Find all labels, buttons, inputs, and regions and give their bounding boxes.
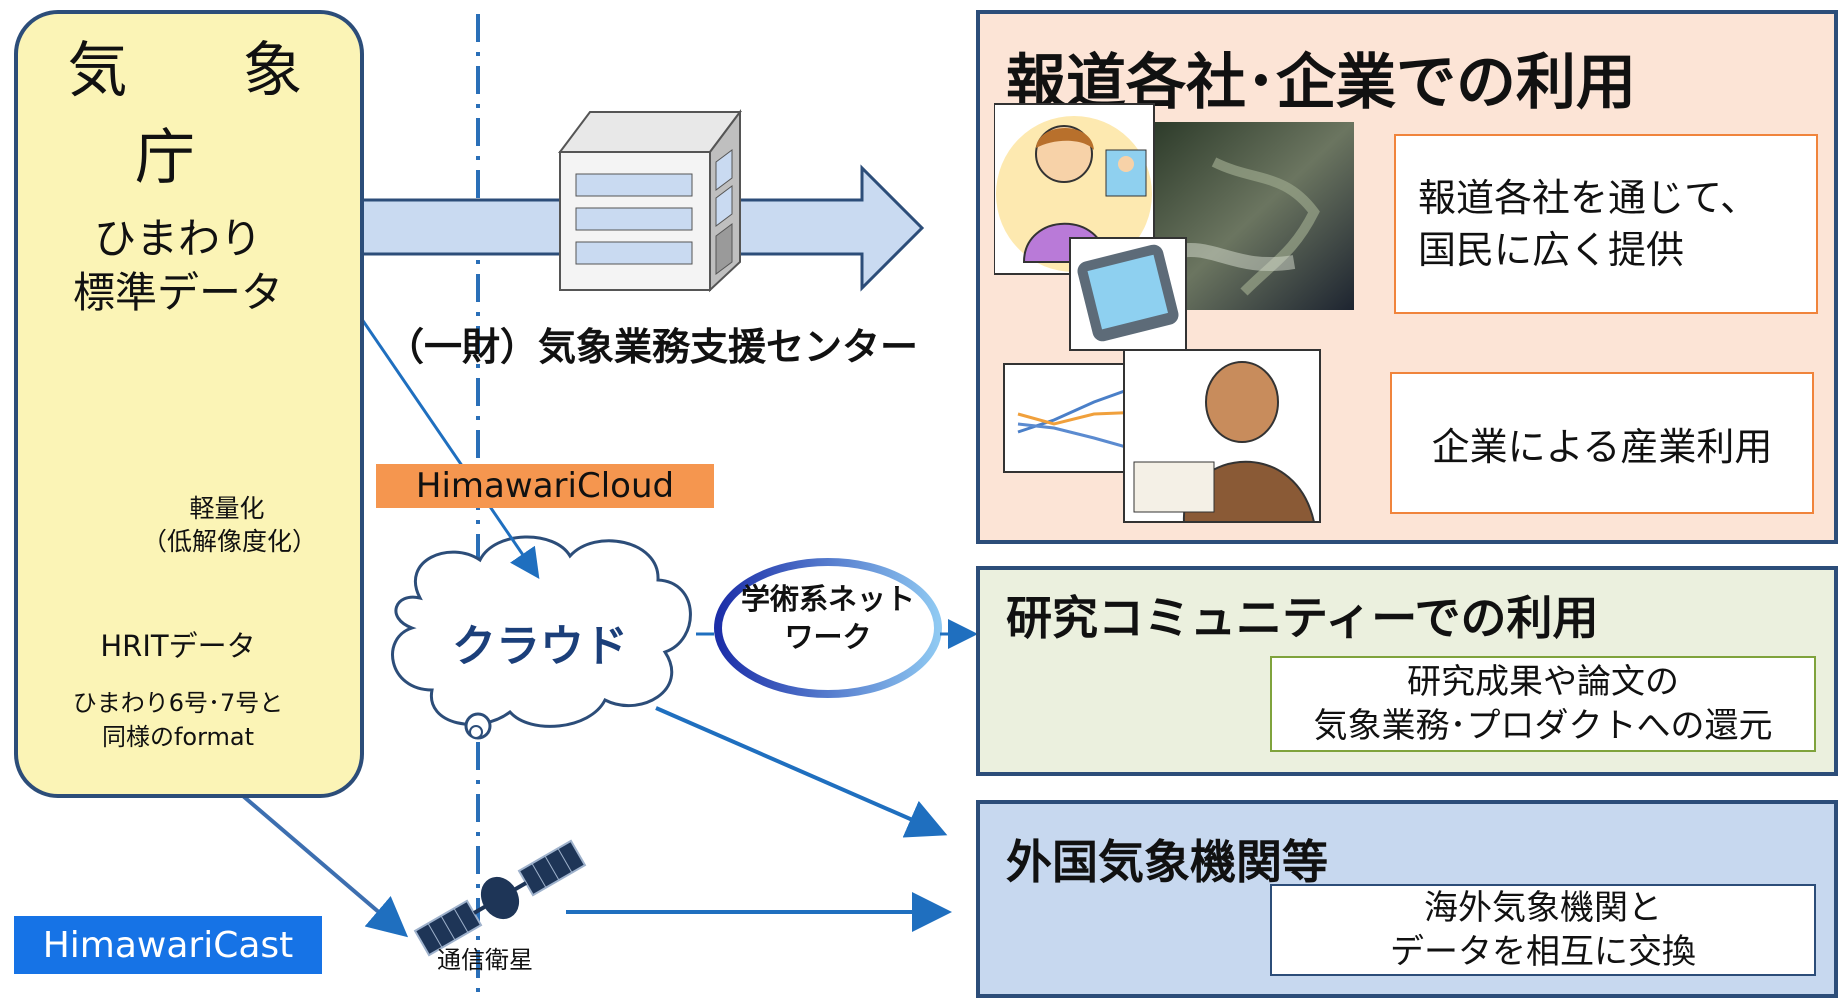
building-icon (558, 109, 742, 293)
reduce-line1: 軽量化 (189, 494, 265, 523)
hrit-line1: ひまわり6号･7号と (72, 689, 284, 717)
media-box2-text: 企業による産業利用 (1431, 424, 1773, 469)
satellite-icon (413, 839, 587, 957)
media-illustrations (994, 103, 1354, 523)
hrit-line2: 同様のformat (101, 723, 255, 751)
cloud-shape (391, 535, 692, 740)
cloud-label: クラウド (452, 621, 628, 672)
network-ring (714, 558, 942, 698)
foreign-box-line2: データを相互に交換 (1390, 932, 1696, 972)
hrit-title: HRITデータ (100, 629, 256, 663)
jma-title: 気 象 庁 (67, 36, 351, 193)
research-title: 研究コミュニティーでの利用 (1006, 591, 1599, 645)
himawari-cloud-tag: HimawariCloud (376, 464, 714, 508)
research-box-line1: 研究成果や論文の (1407, 662, 1679, 702)
foreign-title: 外国気象機関等 (1006, 835, 1328, 889)
network-line1: 学術系ネット (740, 582, 915, 616)
media-box1-line1: 報道各社を通じて、 (1418, 176, 1759, 220)
media-box-industry: 企業による産業利用 (1390, 372, 1814, 514)
network-line2: ワーク (784, 620, 872, 654)
arrow-cloud-to-foreign (655, 706, 948, 838)
arrow-hrit-to-satellite (220, 776, 409, 938)
foreign-box: 海外気象機関と データを相互に交換 (1270, 884, 1816, 976)
media-box1-line2: 国民に広く提供 (1418, 228, 1685, 272)
reduce-line2: （低解像度化） (142, 527, 318, 556)
himawari-cast-tag: HimawariCast (14, 916, 322, 974)
media-box-public: 報道各社を通じて、 国民に広く提供 (1394, 134, 1818, 314)
center-label: （一財）気象業務支援センター (386, 325, 919, 369)
standard-data-line2: 標準データ (72, 268, 283, 317)
foreign-box-line1: 海外気象機関と (1424, 888, 1662, 928)
research-box: 研究成果や論文の 気象業務･プロダクトへの還元 (1270, 656, 1816, 752)
jma-panel (14, 10, 364, 798)
research-box-line2: 気象業務･プロダクトへの還元 (1313, 706, 1773, 746)
reduce-label: 軽量化 （低解像度化） (142, 492, 318, 558)
satellite-label: 通信衛星 (437, 946, 533, 974)
network-label: 学術系ネット ワーク (728, 580, 928, 656)
hrit-data-label: HRITデータ ひまわり6号･7号と 同様のformat (42, 626, 314, 754)
standard-data-line1: ひまわり (93, 214, 262, 263)
standard-data-label: ひまわり 標準データ (42, 212, 314, 320)
